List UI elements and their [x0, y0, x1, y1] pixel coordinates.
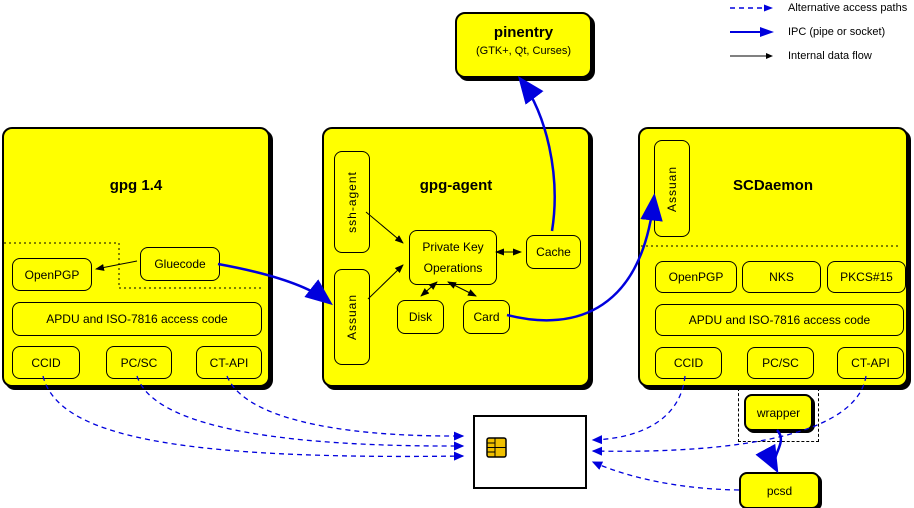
pinentry-box: pinentry (GTK+, Qt, Curses) [455, 12, 592, 78]
gpgagent-assuan-label: Assuan [345, 293, 359, 341]
wrapper-label: wrapper [756, 405, 801, 420]
gpg14-gluecode-label: Gluecode [154, 257, 206, 271]
gpg14-ctapi-label: CT-API [209, 355, 249, 370]
gpgagent-disk-label: Disk [408, 310, 433, 324]
scdaemon-openpgp-node: OpenPGP [655, 261, 737, 293]
wrapper-dashed-zone: wrapper [738, 388, 819, 442]
gpg14-openpgp-label: OpenPGP [24, 267, 80, 282]
scdaemon-pkcs15-node: PKCS#15 [827, 261, 906, 293]
gpg14-openpgp-node: OpenPGP [12, 258, 92, 291]
gpg14-pcsc-node: PC/SC [106, 346, 172, 379]
gpg14-apdu-node: APDU and ISO-7816 access code [12, 302, 262, 336]
scdaemon-pcsc-label: PC/SC [762, 356, 799, 370]
gpg14-ccid-node: CCID [12, 346, 80, 379]
dashed-blue-arrow-icon [730, 4, 773, 12]
gpg14-ccid-label: CCID [31, 355, 61, 370]
scdaemon-title: SCDaemon [732, 177, 814, 194]
scdaemon-apdu-label: APDU and ISO-7816 access code [688, 313, 871, 327]
black-arrow-icon [730, 53, 773, 59]
wrapper-node: wrapper [744, 394, 813, 431]
gpg14-box: gpg 1.4 OpenPGP Gluecode APDU and ISO-78… [2, 127, 270, 387]
smartcard-chip-icon [486, 437, 507, 458]
scdaemon-ctapi-node: CT-API [837, 347, 904, 379]
scdaemon-pcsc-node: PC/SC [747, 347, 814, 379]
smartcard [473, 415, 587, 489]
scdaemon-ccid-label: CCID [673, 356, 704, 370]
gpgagent-pko-line1: Private Key [422, 240, 484, 255]
gpgagent-pko-line2: Operations [423, 260, 483, 275]
pcsd-node: pcsd [739, 472, 820, 508]
gpgagent-sshagent-label: ssh-agent [345, 171, 360, 233]
gpgagent-sshagent-node: ssh-agent [334, 151, 370, 253]
scdaemon-pkcs15-label: PKCS#15 [840, 270, 893, 284]
pinentry-subtitle: (GTK+, Qt, Curses) [475, 45, 572, 57]
gpg14-apdu-label: APDU and ISO-7816 access code [46, 312, 228, 326]
gpg14-gluecode-node: Gluecode [140, 247, 220, 281]
gpgagent-cache-label: Cache [536, 245, 571, 259]
gpgagent-cache-node: Cache [526, 235, 581, 269]
scdaemon-assuan-label: Assuan [665, 165, 679, 212]
scdaemon-apdu-node: APDU and ISO-7816 access code [655, 304, 904, 336]
legend-item-ipc: IPC (pipe or socket) [730, 26, 885, 38]
pcsd-label: pcsd [766, 483, 793, 498]
legend-label-internal: Internal data flow [788, 50, 872, 62]
scdaemon-box: SCDaemon Assuan OpenPGP NKS PKCS#15 APDU… [638, 127, 908, 387]
gpg14-ctapi-node: CT-API [196, 346, 262, 379]
alt-pcsd-to-card [591, 461, 740, 491]
legend-item-internal: Internal data flow [730, 50, 872, 62]
alt-scdaemon-ctapi-to-card [591, 375, 867, 456]
solid-blue-arrow-icon [730, 27, 774, 37]
gpgagent-box: gpg-agent ssh-agent Assuan Private Key O… [322, 127, 590, 387]
legend-label-ipc: IPC (pipe or socket) [788, 26, 886, 38]
gpg14-pcsc-label: PC/SC [120, 355, 158, 370]
gpgagent-disk-node: Disk [397, 300, 444, 334]
scdaemon-nks-node: NKS [742, 261, 821, 293]
gpgagent-card-label: Card [473, 310, 500, 324]
legend-label-alternative: Alternative access paths [788, 2, 908, 14]
scdaemon-ccid-node: CCID [655, 347, 722, 379]
gpgagent-title: gpg-agent [419, 177, 493, 194]
pinentry-title: pinentry [493, 24, 554, 41]
scdaemon-nks-label: NKS [769, 270, 794, 284]
gpgagent-card-node: Card [463, 300, 510, 334]
alt-gpg14-ccid-to-card [42, 375, 465, 461]
scdaemon-ctapi-label: CT-API [851, 356, 890, 370]
scdaemon-openpgp-label: OpenPGP [668, 270, 724, 284]
gpgagent-assuan-node: Assuan [334, 269, 370, 365]
gpgagent-pko-node: Private Key Operations [409, 230, 497, 285]
gpg14-title: gpg 1.4 [109, 177, 163, 194]
legend-item-alternative: Alternative access paths [730, 2, 907, 14]
scdaemon-assuan-node: Assuan [654, 140, 690, 237]
